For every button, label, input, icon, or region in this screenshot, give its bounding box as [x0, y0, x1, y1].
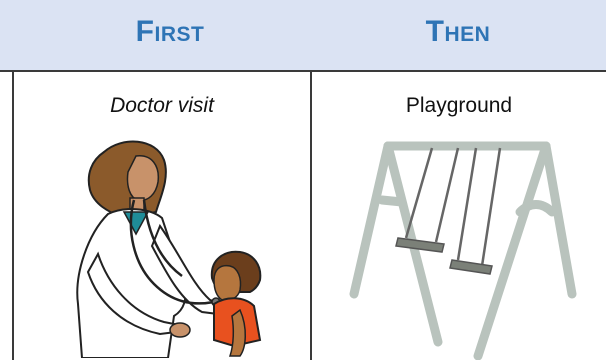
swing-set-illustration — [349, 141, 577, 360]
first-heading: First — [135, 15, 205, 48]
doctor-examining-child-illustration — [76, 140, 262, 358]
then-caption: Playground — [405, 94, 513, 117]
first-panel: Doctor visit — [12, 72, 312, 360]
then-panel: Playground — [312, 72, 606, 360]
header-bar: First Then — [0, 0, 606, 72]
first-caption: Doctor visit — [110, 94, 214, 117]
then-heading: Then — [425, 15, 491, 48]
